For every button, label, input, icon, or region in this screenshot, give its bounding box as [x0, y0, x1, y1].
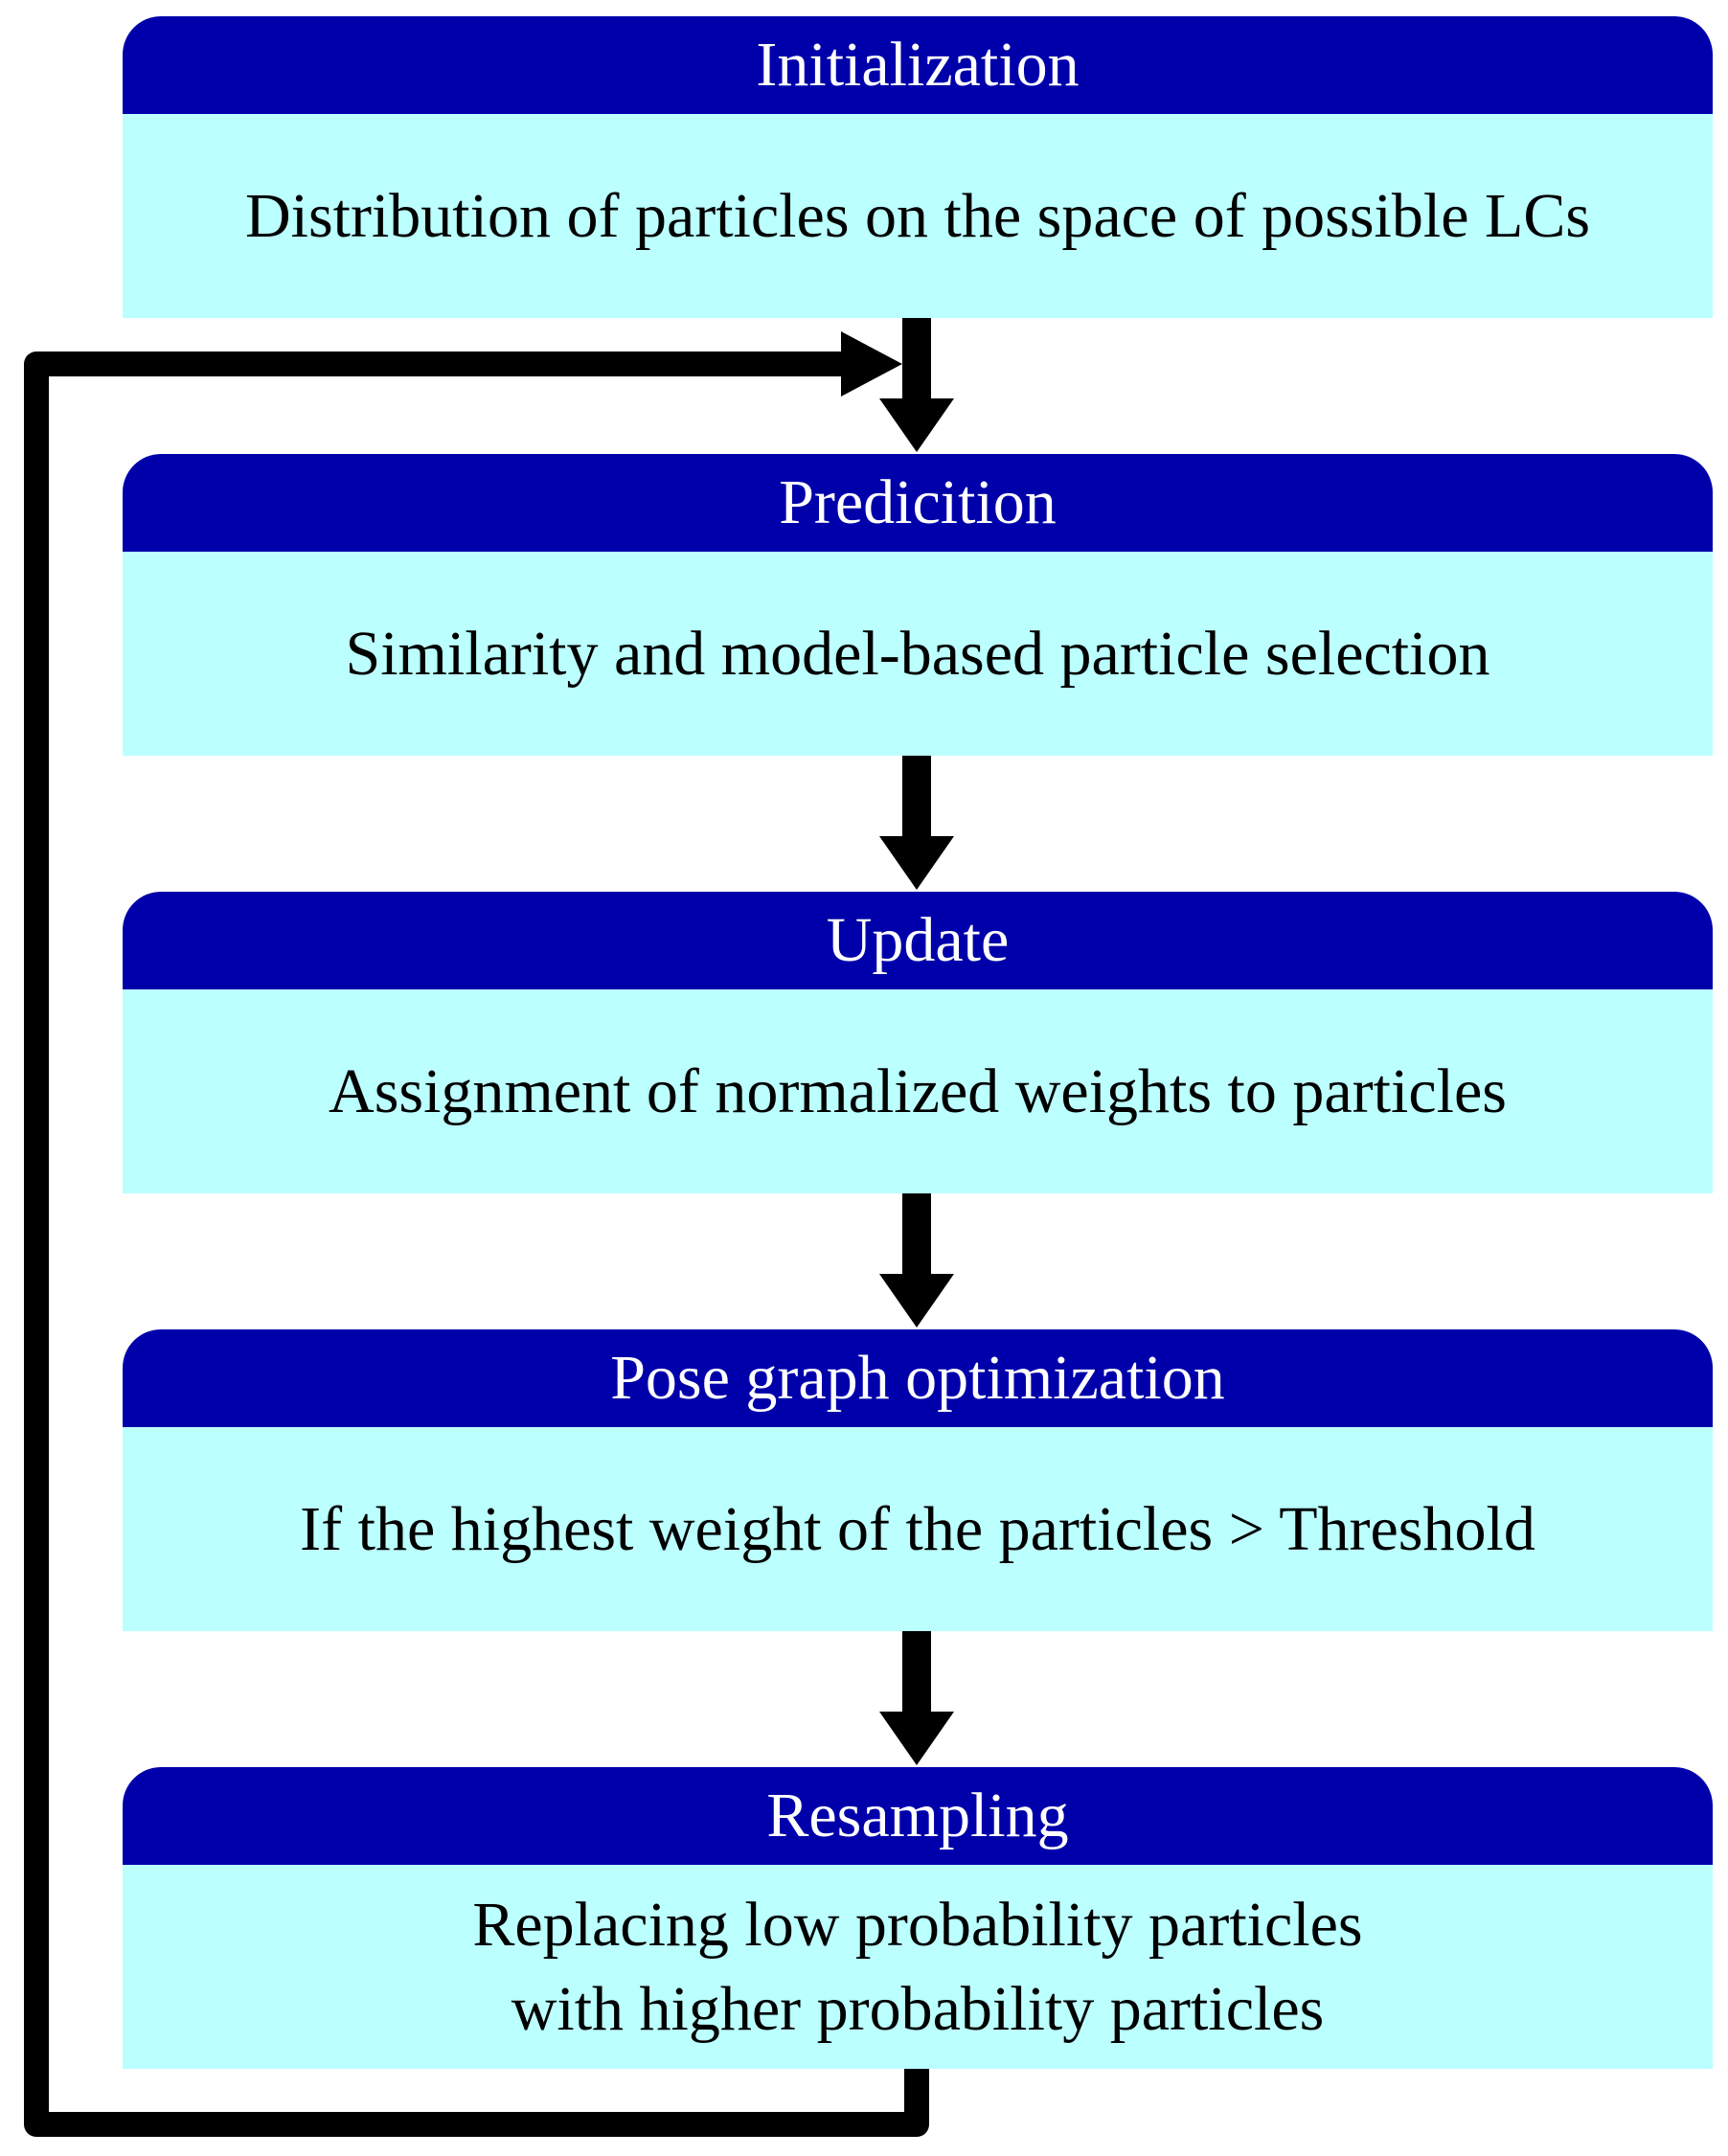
step-description-line: If the highest weight of the particles >…: [300, 1493, 1535, 1564]
step-description-line: Replacing low probability particles: [472, 1889, 1363, 1960]
step-description: Replacing low probability particles with…: [123, 1865, 1713, 2069]
step-title: Initialization: [123, 16, 1713, 114]
step-pose-graph-optimization: Pose graph optimization If the highest w…: [123, 1329, 1713, 1631]
step-description-line: Similarity and model-based particle sele…: [345, 618, 1490, 689]
step-description-line: Distribution of particles on the space o…: [244, 180, 1591, 251]
step-prediction: Predicition Similarity and model-based p…: [123, 454, 1713, 756]
arrow-down-icon: [879, 1193, 954, 1328]
step-title: Pose graph optimization: [123, 1329, 1713, 1427]
arrow-down-icon: [879, 1631, 954, 1765]
step-initialization: Initialization Distribution of particles…: [123, 16, 1713, 318]
step-title: Update: [123, 892, 1713, 989]
step-title: Predicition: [123, 454, 1713, 552]
step-description: Assignment of normalized weights to part…: [123, 989, 1713, 1193]
step-description-line: with higher probability particles: [511, 1973, 1325, 2044]
step-resampling: Resampling Replacing low probability par…: [123, 1767, 1713, 2069]
step-description: Similarity and model-based particle sele…: [123, 552, 1713, 756]
feedback-loop-arrow: [24, 331, 929, 2137]
step-update: Update Assignment of normalized weights …: [123, 892, 1713, 1193]
step-description-line: Assignment of normalized weights to part…: [329, 1055, 1507, 1126]
step-description: Distribution of particles on the space o…: [123, 114, 1713, 318]
arrow-down-icon: [879, 318, 954, 452]
arrow-down-icon: [879, 756, 954, 890]
step-title: Resampling: [123, 1767, 1713, 1865]
step-description: If the highest weight of the particles >…: [123, 1427, 1713, 1631]
